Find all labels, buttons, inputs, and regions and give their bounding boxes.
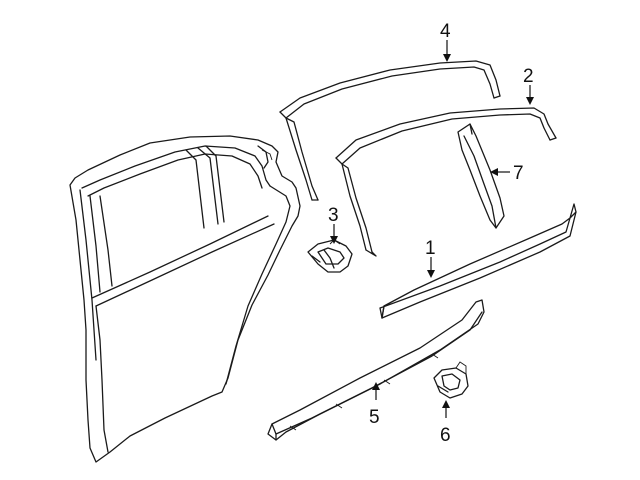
part-4-upper-frame-molding [279,60,501,201]
part-7-pillar-trim [457,123,505,229]
callout-3: 3 [328,205,339,226]
callout-7: 7 [513,163,524,184]
door-shell [69,135,301,463]
callout-4: 4 [440,21,451,42]
part-5-lower-molding [267,299,485,441]
callout-leaders [330,40,534,418]
part-2-window-channel-molding [335,107,557,257]
callout-5: 5 [369,407,380,428]
callout-6: 6 [440,425,451,446]
part-1-belt-molding [379,203,577,319]
part-6-clip [433,361,469,399]
callout-1: 1 [425,238,436,259]
part-3-clip [307,239,353,273]
callout-2: 2 [523,66,534,87]
